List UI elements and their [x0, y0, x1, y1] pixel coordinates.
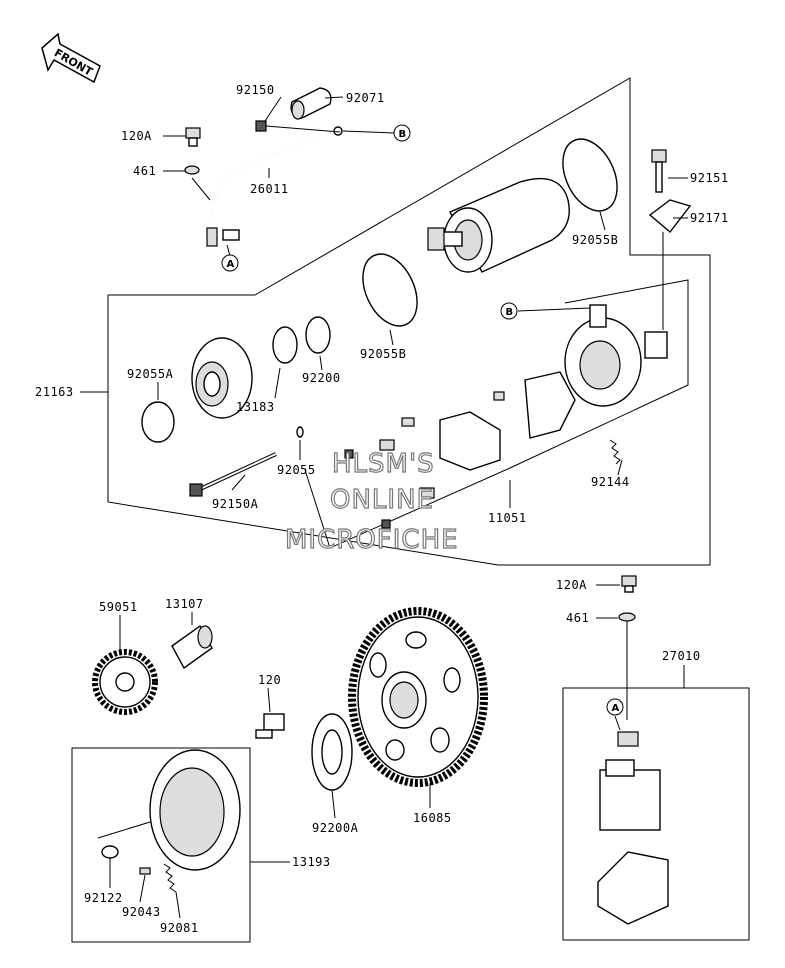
part-label-92144: 92144: [591, 475, 630, 489]
washer-461-top: [184, 165, 200, 175]
starter-yoke: [427, 177, 570, 273]
o-ring-92055b-mid: [362, 253, 418, 327]
brush-assembly-outline: [304, 279, 689, 549]
starter-cable: [206, 126, 343, 247]
bolt-120a-top: [185, 127, 201, 147]
part-label-59051: 59051: [99, 600, 138, 614]
spring-92144: [609, 439, 621, 465]
gear-59051: [92, 649, 158, 715]
part-label-92171: 92171: [690, 211, 729, 225]
rear-cover: [564, 304, 668, 407]
o-ring-92055: [296, 426, 304, 438]
washer-92200a: [311, 713, 353, 791]
part-label-92200: 92200: [302, 371, 341, 385]
part-label-120: 120: [258, 673, 281, 687]
part-label-13183: 13183: [236, 400, 275, 414]
watermark: HLSM'S ONLINE MICROFICHE: [284, 448, 459, 555]
callout-a-top: A: [221, 254, 239, 272]
part-label-120a-top: 120A: [121, 129, 152, 143]
svg-text:A: A: [612, 703, 620, 714]
part-label-92081: 92081: [160, 921, 199, 935]
part-label-120a-right: 120A: [556, 578, 587, 592]
part-label-461-top: 461: [133, 164, 156, 178]
part-label-27010: 27010: [662, 649, 701, 663]
part-label-92043: 92043: [122, 905, 161, 919]
brush-holder: [344, 371, 576, 529]
part-label-21163: 21163: [35, 385, 74, 399]
watermark-line-1: HLSM'S: [332, 449, 435, 479]
part-label-92055a: 92055A: [127, 367, 174, 381]
part-label-26011: 26011: [250, 182, 289, 196]
washer-461-right: [618, 612, 636, 622]
part-label-92055: 92055: [277, 463, 316, 477]
part-label-92071: 92071: [346, 91, 385, 105]
o-ring-92055b-top: [562, 138, 618, 212]
part-label-461-right: 461: [566, 611, 589, 625]
front-cover: [191, 337, 253, 419]
bolt-120: [255, 713, 285, 739]
watermark-line-2: ONLINE: [330, 485, 434, 515]
part-label-13193: 13193: [292, 855, 331, 869]
part-label-16085: 16085: [413, 811, 452, 825]
callout-b-mid: B: [500, 302, 518, 320]
o-ring-92055a: [141, 401, 175, 443]
shaft-13107: [171, 624, 213, 670]
plate-13183: [272, 326, 298, 364]
watermark-line-3: MICROFICHE: [285, 525, 459, 555]
part-label-92055b-top: 92055B: [572, 233, 618, 247]
part-label-92200a: 92200A: [312, 821, 359, 835]
part-label-11051: 11051: [488, 511, 527, 525]
part-label-92150a: 92150A: [212, 497, 259, 511]
svg-text:A: A: [227, 259, 235, 270]
one-way-clutch: [101, 749, 241, 893]
svg-text:B: B: [506, 307, 514, 318]
callout-a-right: A: [606, 698, 624, 716]
one-way-clutch-outline: [71, 747, 251, 943]
terminal-boot: [290, 87, 332, 120]
part-label-92150: 92150: [236, 83, 275, 97]
washer-92200: [305, 316, 331, 354]
part-label-92122: 92122: [84, 891, 123, 905]
bolt-92150: [255, 120, 341, 133]
leader-lines: [80, 96, 688, 919]
starter-relay: [597, 731, 669, 925]
part-label-13107: 13107: [165, 597, 204, 611]
gear-16085: [348, 607, 488, 787]
part-label-92151: 92151: [690, 171, 729, 185]
part-label-92055b-mid: 92055B: [360, 347, 406, 361]
starter-assembly-outline: [107, 77, 711, 566]
bolt-120a-right: [621, 575, 637, 593]
long-bolt-92150a: [189, 452, 277, 497]
bolt-92151: [651, 149, 667, 193]
clamp-92171: [648, 199, 692, 234]
relay-box-outline: [562, 687, 750, 941]
front-arrow-icon: FRONT: [41, 32, 101, 84]
svg-text:B: B: [399, 129, 407, 140]
callout-b-top: B: [393, 124, 411, 142]
